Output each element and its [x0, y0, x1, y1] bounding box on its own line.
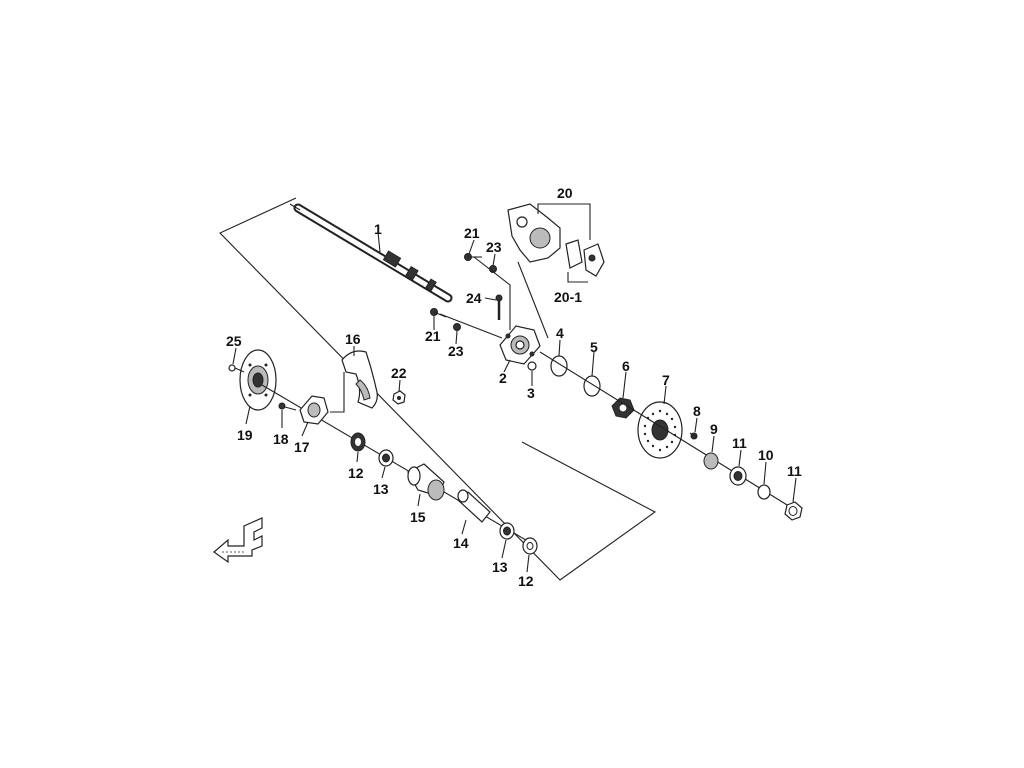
washer-23-lower — [453, 323, 461, 331]
label-7: 7 — [662, 372, 670, 388]
label-13-right: 13 — [492, 559, 508, 575]
bearing-13-right — [499, 522, 515, 540]
leader-lower-bolts — [439, 313, 503, 339]
label-9: 9 — [710, 421, 718, 437]
label-8: 8 — [693, 403, 701, 419]
washer-10 — [757, 484, 771, 500]
label-6: 6 — [622, 358, 630, 374]
label-3: 3 — [527, 385, 535, 401]
label-5: 5 — [590, 339, 598, 355]
label-21-lower: 21 — [425, 328, 441, 344]
chain-guard-16 — [341, 350, 378, 409]
label-1: 1 — [374, 221, 382, 237]
o-ring-5 — [583, 375, 601, 397]
bolt-18 — [278, 402, 297, 411]
bracket-20 — [537, 203, 591, 240]
bolt-24 — [495, 294, 503, 320]
bearing-holder-17 — [299, 395, 329, 425]
label-14: 14 — [453, 535, 469, 551]
label-21-upper: 21 — [464, 225, 480, 241]
label-25: 25 — [226, 333, 242, 349]
oil-seal-12-right — [522, 537, 538, 555]
spacer-tube-14 — [457, 489, 491, 523]
o-ring-4 — [550, 355, 568, 377]
label-24: 24 — [466, 290, 482, 306]
label-4: 4 — [556, 325, 564, 341]
label-12-right: 12 — [518, 573, 534, 589]
label-10: 10 — [758, 447, 774, 463]
label-12-left: 12 — [348, 465, 364, 481]
label-22: 22 — [391, 365, 407, 381]
axle-housing-15 — [407, 463, 445, 501]
axis-line-right — [539, 351, 793, 509]
label-20-1: 20-1 — [554, 289, 582, 305]
label-20: 20 — [557, 185, 573, 201]
oil-seal-12-left — [350, 432, 366, 452]
brake-disc-7 — [637, 401, 683, 459]
label-17: 17 — [294, 439, 310, 455]
label-2: 2 — [499, 370, 507, 386]
spacer-9 — [703, 452, 719, 470]
label-18: 18 — [273, 431, 289, 447]
label-13-left: 13 — [373, 481, 389, 497]
bolt-8 — [689, 432, 698, 440]
bolt-21-upper — [464, 253, 482, 261]
bearing-13-left — [378, 449, 394, 467]
bolt-25 — [228, 364, 245, 373]
leader-chain-guard — [330, 372, 345, 413]
nut-22 — [392, 390, 406, 405]
label-11-second: 11 — [787, 463, 802, 479]
label-leader-lines — [232, 231, 797, 573]
bearing-housing — [499, 325, 541, 365]
nut-11-first — [729, 466, 747, 486]
nut-3 — [527, 361, 537, 371]
nut-11-second — [784, 501, 803, 521]
leader-upper-bolts — [473, 256, 511, 330]
assembly-frame-outline — [219, 197, 657, 581]
label-16: 16 — [345, 331, 361, 347]
rear-axle-shaft — [289, 203, 453, 303]
leader-caliper-to-hub — [517, 261, 549, 339]
label-23-lower: 23 — [448, 343, 464, 359]
label-19: 19 — [237, 427, 253, 443]
front-direction-arrow-icon — [213, 517, 263, 564]
brake-caliper-assembly — [507, 203, 605, 277]
label-11-first: 11 — [732, 435, 747, 451]
label-15: 15 — [410, 509, 426, 525]
label-23-upper: 23 — [486, 239, 502, 255]
bracket-20-1 — [567, 272, 588, 283]
brake-hub-6 — [611, 397, 635, 419]
sprocket-hub-19 — [239, 349, 277, 411]
